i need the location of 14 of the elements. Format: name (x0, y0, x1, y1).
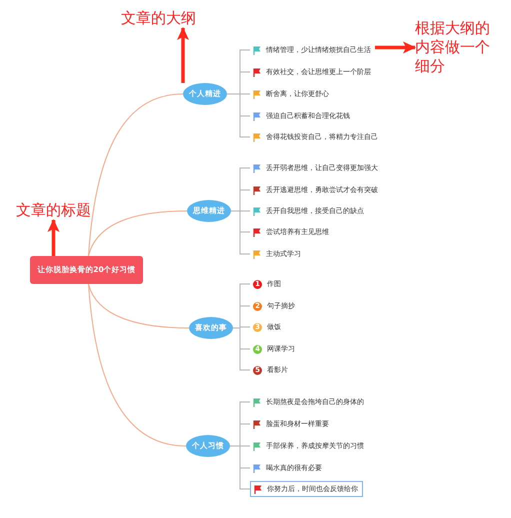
arrow (48, 219, 60, 256)
annotation-text: 文章的标题 (16, 201, 91, 220)
connector-line (230, 446, 250, 490)
connector-line (88, 284, 190, 328)
connector-line (226, 94, 250, 138)
connector-line (88, 284, 186, 446)
selected-topic-box (250, 481, 363, 497)
annotation-text: 文章的大纲 (121, 9, 196, 28)
connector-line (88, 210, 188, 256)
connector-line (88, 94, 184, 256)
arrow (177, 27, 189, 83)
connector-line (230, 210, 250, 254)
annotation-text: 根据大纲的内容做一个细分 (415, 19, 499, 76)
arrow (375, 42, 416, 54)
